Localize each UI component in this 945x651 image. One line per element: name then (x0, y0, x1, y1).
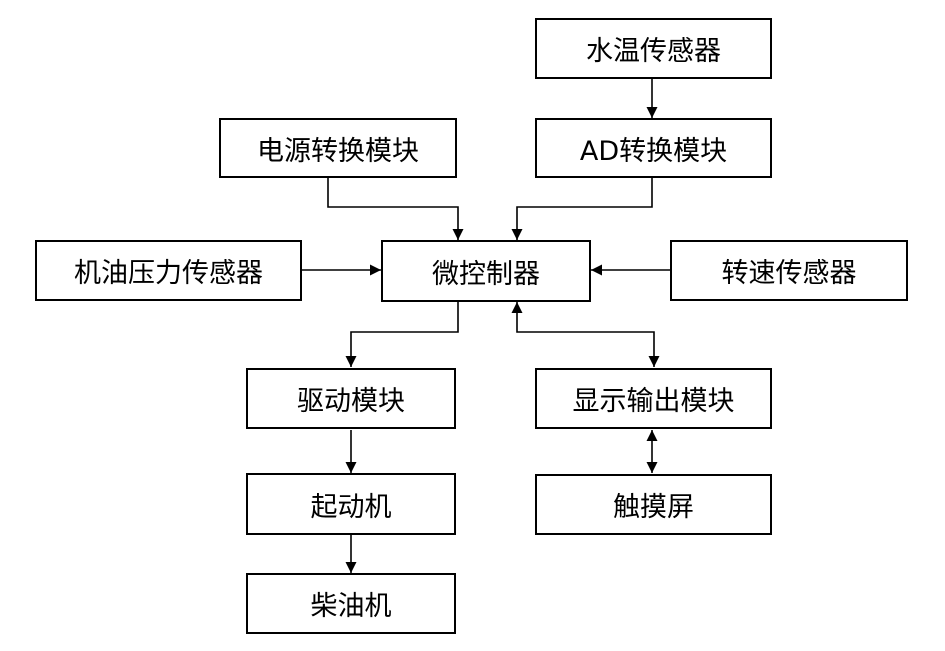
water-temp-sensor-box: 水温传感器 (535, 18, 772, 79)
edge-power-to-microcontroller (327, 178, 464, 240)
ad-conversion-module-box: AD转换模块 (535, 118, 772, 178)
microcontroller-box: 微控制器 (381, 240, 591, 302)
starter-motor-label: 起动机 (310, 491, 392, 523)
edge-ad-to-microcontroller (511, 178, 653, 240)
speed-sensor-box: 转速传感器 (670, 240, 908, 301)
edge-microcontroller-display-bidirectional (511, 302, 660, 367)
water-temp-sensor-label: 水温传感器 (586, 36, 721, 67)
oil-pressure-sensor-box: 机油压力传感器 (35, 240, 302, 301)
drive-module-box: 驱动模块 (246, 368, 456, 429)
touchscreen-label: 触摸屏 (613, 492, 694, 523)
display-output-module-label: 显示输出模块 (572, 386, 735, 417)
diesel-engine-label: 柴油机 (310, 591, 392, 622)
oil-pressure-sensor-label: 机油压力传感器 (74, 258, 263, 289)
edge-microcontroller-to-drive (345, 300, 459, 367)
drive-module-label: 驱动模块 (297, 386, 405, 417)
touchscreen-box: 触摸屏 (535, 474, 772, 535)
diesel-engine-box: 柴油机 (246, 573, 456, 634)
speed-sensor-label: 转速传感器 (721, 258, 857, 289)
power-conversion-module-box: 电源转换模块 (219, 118, 457, 178)
microcontroller-label: 微控制器 (432, 258, 540, 290)
power-conversion-module-label: 电源转换模块 (257, 135, 419, 167)
ad-conversion-module-label: AD转换模块 (579, 135, 728, 167)
display-output-module-box: 显示输出模块 (535, 368, 772, 429)
starter-motor-box: 起动机 (246, 473, 456, 535)
